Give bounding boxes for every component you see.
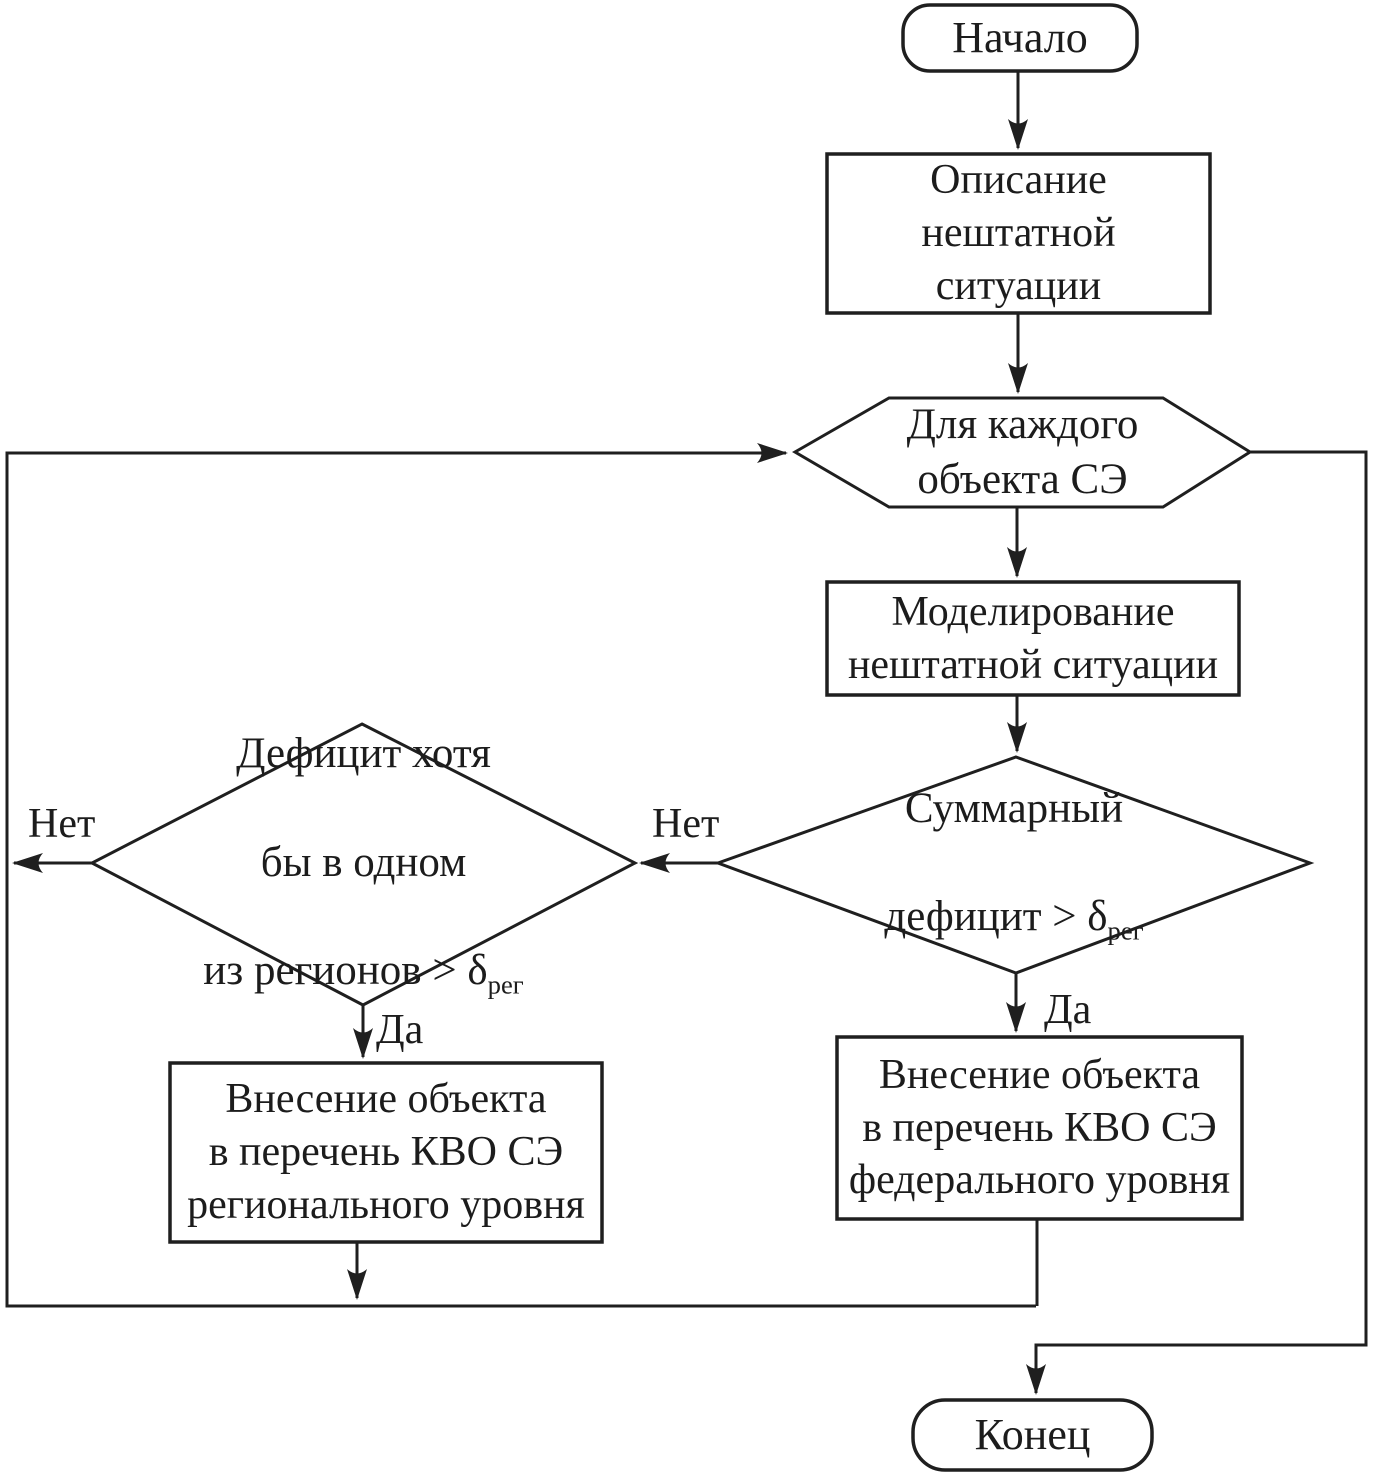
regional-deficit-diamond xyxy=(88,722,639,1007)
total-deficit-label: Суммарный дефицит > δрег xyxy=(718,757,1310,973)
total-deficit-line2: дефицит > δрег xyxy=(884,893,1144,946)
foreach-label: Для каждого объекта СЭ xyxy=(906,401,1139,503)
edge-foreach-exit-to-end xyxy=(1026,450,1368,1395)
add-federal-label: Внесение объекта в перечень КВО СЭ федер… xyxy=(848,1051,1231,1204)
regional-deficit-line2: бы в одном xyxy=(260,838,467,886)
region-yes-edge-label: Да xyxy=(376,1007,424,1053)
add-regional-node-shape xyxy=(168,1061,604,1244)
regional-deficit-line1: Дефицит хотя xyxy=(236,730,491,778)
total-deficit-diamond xyxy=(713,755,1315,975)
add-regional-label: Внесение объекта в перечень КВО СЭ регио… xyxy=(187,1076,585,1228)
total-no-edge-label: Нет xyxy=(652,801,720,847)
edge-loop-back-to-foreach xyxy=(5,443,1036,1308)
simulate-label: Моделирование нештатной ситуации xyxy=(847,588,1219,688)
end-label: Конец xyxy=(974,1410,1091,1460)
regional-deficit-line3: из регионов > δрег xyxy=(203,946,524,1000)
simulate-node-shape xyxy=(825,580,1241,697)
total-deficit-line1: Суммарный xyxy=(904,784,1124,832)
delta-reg-subscript: рег xyxy=(1107,915,1144,946)
total-yes-edge-label: Да xyxy=(1044,987,1092,1033)
describe-label: Описание нештатной ситуации xyxy=(921,157,1116,309)
start-label: Начало xyxy=(952,13,1088,63)
delta-reg-subscript: рег xyxy=(487,969,524,1000)
foreach-loop-hexagon xyxy=(792,396,1253,509)
start-node-shape xyxy=(901,3,1139,73)
describe-node-shape xyxy=(825,152,1212,315)
region-no-edge-label: Нет xyxy=(28,801,96,847)
regional-deficit-label: Дефицит хотя бы в одном из регионов > δр… xyxy=(92,724,635,1005)
end-node-shape xyxy=(911,1398,1154,1472)
add-federal-node-shape xyxy=(835,1035,1244,1221)
